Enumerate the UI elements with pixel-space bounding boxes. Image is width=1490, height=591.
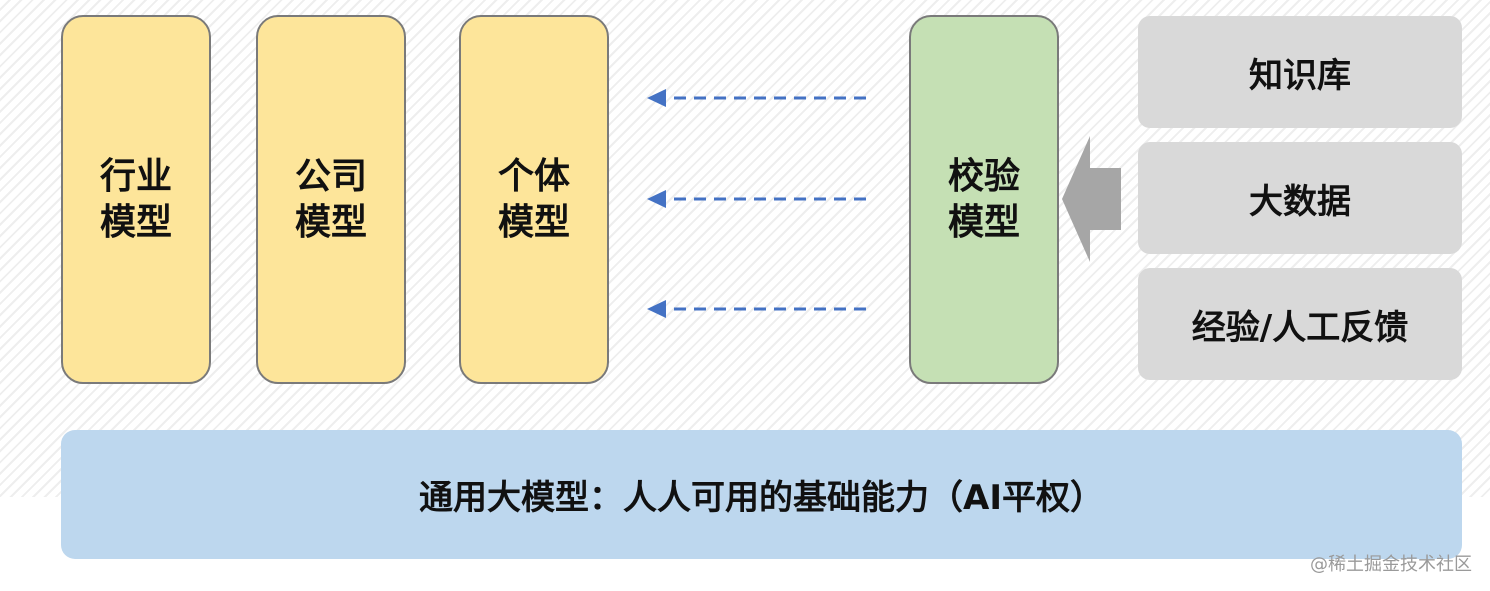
industry-model-line2: 模型 (99, 201, 172, 243)
individual-model-line2: 模型 (497, 201, 570, 243)
validation-model-line1: 校验 (947, 155, 1020, 197)
company-model-label: 公司 模型 (286, 154, 376, 246)
validation-model-label: 校验 模型 (939, 154, 1029, 246)
company-model-box: 公司 模型 (256, 15, 406, 384)
company-model-line1: 公司 (294, 155, 367, 197)
validation-model-line2: 模型 (947, 201, 1020, 243)
block-arrow-left (1062, 136, 1121, 262)
general-model-bar: 通用大模型：人人可用的基础能力（AI平权） (61, 430, 1462, 559)
validation-model-box: 校验 模型 (909, 15, 1059, 384)
industry-model-line1: 行业 (99, 155, 172, 197)
dashed-arrow-bottom (647, 300, 866, 318)
industry-model-box: 行业 模型 (61, 15, 211, 384)
industry-model-label: 行业 模型 (91, 154, 181, 246)
watermark: @稀土掘金技术社区 (1310, 554, 1472, 575)
individual-model-box: 个体 模型 (459, 15, 609, 384)
dashed-arrow-top (647, 89, 866, 107)
company-model-line2: 模型 (294, 201, 367, 243)
knowledge-base-box: 知识库 (1138, 16, 1462, 128)
individual-model-line1: 个体 (497, 155, 570, 197)
experience-feedback-box: 经验/人工反馈 (1138, 268, 1462, 380)
big-data-box: 大数据 (1138, 142, 1462, 254)
dashed-arrow-middle (647, 190, 866, 208)
individual-model-label: 个体 模型 (489, 154, 579, 246)
